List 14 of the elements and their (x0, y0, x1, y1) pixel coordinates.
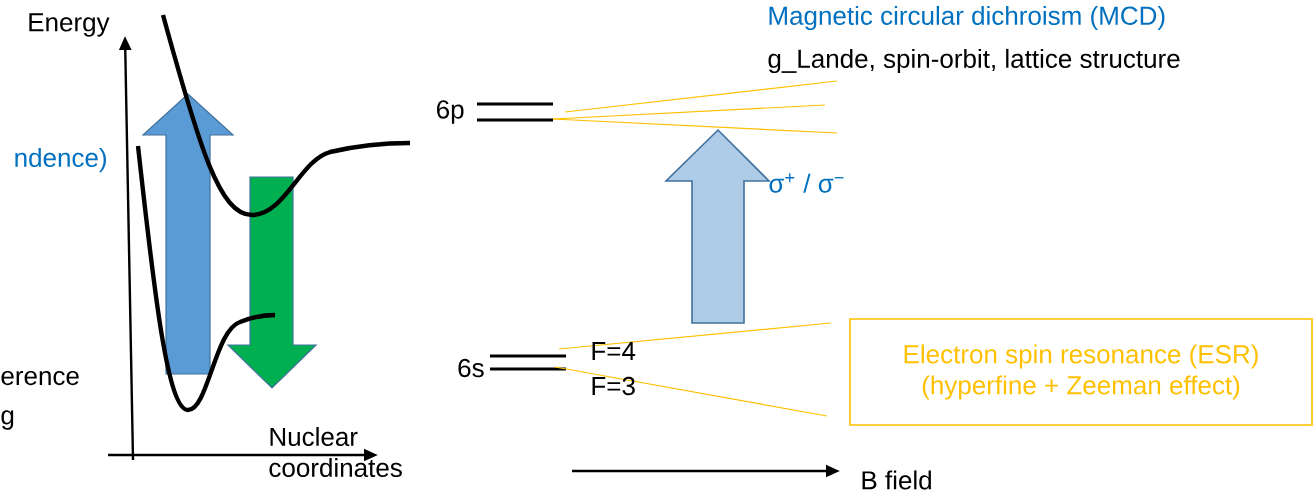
text-label: ndence) (15, 147, 106, 173)
text-label: erence (1, 370, 79, 386)
text-label: Magnetic circular dichroism (MCD) (769, 5, 1165, 31)
text-label: Nuclear coordinates (269, 426, 402, 478)
text-label: 6p (437, 100, 464, 124)
text-box: Electron spin resonance (ESR) (hyperfine + Zeeman effect) (849, 318, 1313, 426)
text-label: g (1, 410, 14, 430)
text-label: F=4 (592, 342, 636, 360)
text-label: Energy (29, 13, 110, 37)
text-label: σ$^{+}$ / σ$^{−}$ (769, 173, 844, 193)
text-label: g_Lande, spin-orbit, lattice structure (768, 48, 1180, 74)
text-label: F=3 (592, 376, 635, 396)
text-label: 6s (458, 358, 484, 378)
text-label: B field (862, 470, 931, 490)
